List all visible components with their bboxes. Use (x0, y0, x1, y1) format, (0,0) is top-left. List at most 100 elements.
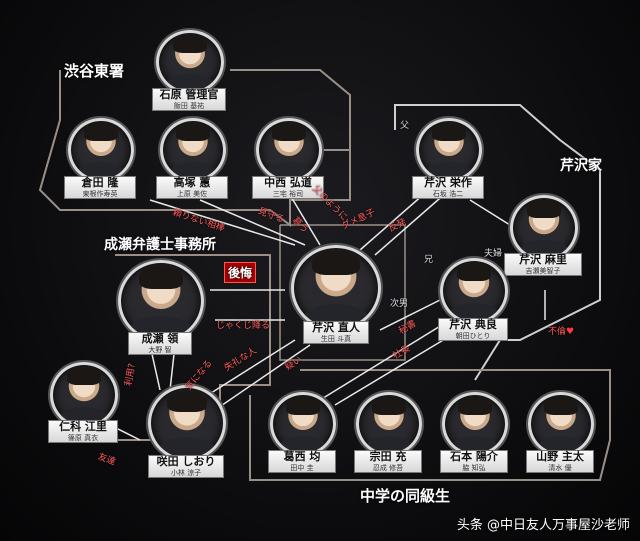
ishimoto-actor: 脇 知弘 (462, 463, 486, 472)
sakita-nameplate: 咲田 しおり 小林 涼子 (148, 455, 224, 478)
muneta-portrait (356, 392, 422, 456)
takatsuka-nameplate: 高塚 蕙 上原 美佐 (156, 176, 228, 199)
nishina-name: 仁科 江里 (59, 420, 107, 433)
kuzunishi-actor: 田中 圭 (290, 463, 314, 472)
takatsuka-portrait (160, 118, 226, 182)
kurata-nameplate: 倉田 隆 東根作寿英 (64, 176, 136, 199)
person-takatsuka[interactable]: 高塚 蕙 上原 美佐 (152, 118, 232, 199)
mari-name: 芹沢 麻里 (519, 253, 567, 266)
relation-koukai: 後悔 (224, 262, 257, 283)
group-label-law-office: 成瀬弁護士事務所 (104, 237, 216, 253)
relation-fuufu: 夫婦 (484, 249, 503, 259)
person-muneta[interactable]: 宗田 充 忍成 修吾 (348, 392, 428, 477)
naoto-nameplate: 芹沢 直人 生田 斗真 (303, 321, 369, 344)
arrow-naoto-norihiro (379, 299, 441, 331)
naruse-portrait (118, 260, 204, 342)
mari-portrait (510, 195, 578, 261)
nakanishi-name: 中西 弘道 (264, 176, 312, 189)
takatsuka-actor: 上原 美佐 (176, 189, 208, 198)
relation-furin-wrap: 不倫♥ (548, 324, 574, 337)
ishihara-portrait (156, 30, 224, 94)
arrow-kurata-naoto (149, 199, 296, 246)
arrow-sakita-naoto-2 (214, 344, 311, 411)
eisaku-actor: 石坂 浩二 (432, 189, 464, 198)
watermark: 头条 @中日友人万事屋沙老师 (456, 518, 630, 533)
shibuya-frame (38, 70, 351, 227)
naruse-actor: 大野 智 (148, 345, 172, 354)
kurata-portrait (68, 118, 134, 182)
muneta-actor: 忍成 修吾 (372, 463, 404, 472)
person-eisaku[interactable]: 芹沢 栄作 石坂 浩二 (408, 118, 488, 199)
kuzunishi-nameplate: 葛西 均 田中 圭 (268, 450, 336, 473)
sakita-portrait (148, 385, 226, 461)
norihiro-name: 芹沢 典良 (449, 318, 497, 331)
relation-chichi: 父 (400, 121, 410, 131)
arrow-sakita-naoto (199, 339, 296, 401)
ishihara-name: 石原 管理官 (159, 88, 219, 101)
muneta-nameplate: 宗田 充 忍成 修吾 (354, 450, 422, 473)
relation-ani: 兄 (424, 255, 434, 265)
person-yamano[interactable]: 山野 主太 清水 優 (520, 392, 600, 477)
sakita-actor: 小林 涼子 (170, 468, 202, 477)
eisaku-nameplate: 芹沢 栄作 石坂 浩二 (412, 176, 484, 199)
group-label-serizawa-family: 芹沢家 (560, 158, 602, 174)
arrow-norihiro-classmates (319, 319, 451, 401)
norihiro-nameplate: 芹沢 典良 朝田ひとり (438, 318, 508, 341)
sakita-name: 咲田 しおり (156, 455, 216, 468)
eisaku-portrait (416, 118, 482, 182)
nishina-portrait (50, 362, 118, 428)
ishimoto-name: 石本 陽介 (450, 450, 498, 463)
classmates-frame (249, 369, 611, 481)
muneta-name: 宗田 充 (369, 450, 407, 463)
heart-icon: ♥ (566, 327, 575, 337)
nakanishi-portrait (256, 118, 322, 182)
naruse-name: 成瀬 領 (141, 332, 179, 345)
person-kuzunishi[interactable]: 葛西 均 田中 圭 (262, 392, 342, 477)
person-ishihara[interactable]: 石原 管理官 飯田 基祐 (150, 30, 230, 111)
naoto-frame (279, 224, 406, 361)
norihiro-portrait (440, 258, 508, 324)
person-ishimoto[interactable]: 石本 陽介 脇 知弘 (434, 392, 514, 477)
ishimoto-portrait (442, 392, 508, 456)
kuzunishi-name: 葛西 均 (283, 450, 321, 463)
person-sakita[interactable]: 咲田 しおり 小林 涼子 (140, 385, 230, 485)
person-nishina[interactable]: 仁科 江里 篠原 真衣 (40, 362, 124, 447)
naruse-nameplate: 成瀬 領 大野 智 (128, 332, 192, 355)
eisaku-name: 芹沢 栄作 (424, 176, 472, 189)
naoto-actor: 生田 斗真 (320, 334, 352, 343)
norihiro-actor: 朝田ひとり (455, 331, 491, 340)
ishimoto-nameplate: 石本 陽介 脇 知弘 (440, 450, 508, 473)
yamano-name: 山野 主太 (536, 450, 584, 463)
line-eisaku-mari (469, 199, 511, 226)
person-kurata[interactable]: 倉田 隆 東根作寿英 (60, 118, 140, 199)
person-nakanishi[interactable]: 中西 弘道 三宅 裕司 (248, 118, 328, 199)
group-label-classmates: 中学の同級生 (360, 487, 451, 505)
person-naoto[interactable]: 芹沢 直人 生田 斗真 (285, 245, 385, 350)
yamano-nameplate: 山野 主太 清水 優 (526, 450, 594, 473)
ishihara-nameplate: 石原 管理官 飯田 基祐 (152, 88, 226, 111)
relation-jakuku: じゃくじ降る (216, 321, 271, 331)
arrow-nakanishi-naoto (289, 194, 321, 246)
person-mari[interactable]: 芹沢 麻里 吉瀬美智子 (500, 195, 584, 280)
person-norihiro[interactable]: 芹沢 典良 朝田ひとり (430, 258, 514, 343)
relation-jinan: 次男 (390, 299, 409, 309)
yamano-actor: 清水 優 (548, 463, 572, 472)
mari-actor: 吉瀬美智子 (525, 266, 561, 275)
yamano-portrait (528, 392, 594, 456)
arrow-norihiro-classmates-2 (334, 329, 461, 406)
kurata-name: 倉田 隆 (81, 176, 119, 189)
group-label-shibuya: 渋谷東署 (64, 62, 125, 80)
shibuya-frame-top (230, 69, 351, 150)
relation-furin: 不倫 (548, 327, 567, 337)
ishihara-actor: 飯田 基祐 (173, 101, 205, 110)
kuzunishi-portrait (270, 392, 336, 456)
nakanishi-nameplate: 中西 弘道 三宅 裕司 (252, 176, 324, 199)
arrow-takatsuka-naoto (199, 199, 306, 246)
takatsuka-name: 高塚 蕙 (173, 176, 211, 189)
nishina-nameplate: 仁科 江里 篠原 真衣 (48, 420, 118, 443)
person-naruse[interactable]: 成瀬 領 大野 智 (110, 260, 210, 360)
nishina-actor: 篠原 真衣 (67, 433, 99, 442)
kurata-actor: 東根作寿英 (82, 189, 118, 198)
